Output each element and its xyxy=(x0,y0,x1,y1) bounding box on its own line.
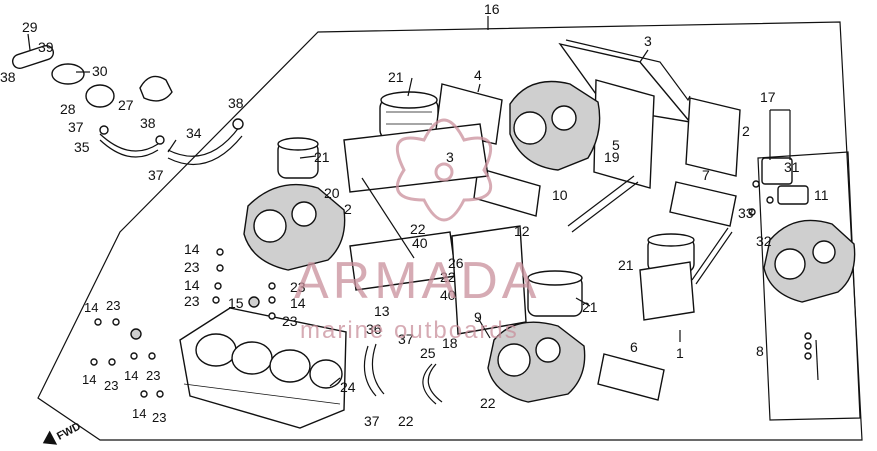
fwd-direction-marker: FWD xyxy=(42,420,83,445)
label-7: 7 xyxy=(702,167,710,183)
carburetor-bodies xyxy=(243,80,856,403)
watermark-logo: ARMADA marine outboards xyxy=(294,118,540,344)
label-13: 13 xyxy=(374,303,390,319)
label-16: 16 xyxy=(484,1,500,17)
label-14-d: 14 xyxy=(84,300,98,315)
label-37-a: 37 xyxy=(68,119,84,135)
label-38-a: 38 xyxy=(0,69,16,85)
label-38-b: 38 xyxy=(228,95,244,111)
label-22-b: 22 xyxy=(440,269,456,285)
label-14-f: 14 xyxy=(124,368,138,383)
watermark-logo-text: ARMADA xyxy=(294,252,540,310)
part-labels: 16 29 39 38 30 28 27 38 37 38 34 35 37 2… xyxy=(0,1,829,429)
label-37-c: 37 xyxy=(398,331,414,347)
label-29: 29 xyxy=(22,19,38,35)
label-15: 15 xyxy=(228,295,244,311)
label-31: 31 xyxy=(784,159,800,175)
label-23-f: 23 xyxy=(104,378,118,393)
label-23-b: 23 xyxy=(184,293,200,309)
label-2-b: 2 xyxy=(344,201,352,217)
label-20: 20 xyxy=(324,185,340,201)
label-18: 18 xyxy=(442,335,458,351)
label-22-a: 22 xyxy=(410,221,426,237)
label-40-a: 40 xyxy=(412,235,428,251)
label-27: 27 xyxy=(118,97,134,113)
label-14-c: 14 xyxy=(290,295,306,311)
fwd-label: FWD xyxy=(55,420,83,442)
label-28: 28 xyxy=(60,101,76,117)
label-12: 12 xyxy=(514,223,530,239)
label-33: 33 xyxy=(738,205,754,221)
label-24: 24 xyxy=(340,379,356,395)
label-6: 6 xyxy=(630,339,638,355)
label-34: 34 xyxy=(186,125,202,141)
rods-links xyxy=(361,39,819,405)
label-21-b: 21 xyxy=(314,149,330,165)
label-9: 9 xyxy=(474,309,482,325)
label-21-c: 21 xyxy=(618,257,634,273)
label-23-c: 23 xyxy=(290,279,306,295)
label-25: 25 xyxy=(420,345,436,361)
label-5: 5 xyxy=(612,137,620,153)
label-8: 8 xyxy=(756,343,764,359)
label-22-d: 22 xyxy=(398,413,414,429)
label-23-e: 23 xyxy=(106,298,120,313)
label-2-a: 2 xyxy=(742,123,750,139)
label-30: 30 xyxy=(92,63,108,79)
label-39: 39 xyxy=(38,39,54,55)
small-fittings xyxy=(90,180,812,398)
fwd-arrow-icon xyxy=(42,430,58,445)
label-23-d: 23 xyxy=(282,313,298,329)
label-14-b: 14 xyxy=(184,277,200,293)
label-17: 17 xyxy=(760,89,776,105)
label-23-g: 23 xyxy=(146,368,160,383)
air-box-24 xyxy=(179,307,347,429)
label-22-c: 22 xyxy=(480,395,496,411)
watermark-emblem-icon xyxy=(395,118,493,222)
label-1: 1 xyxy=(676,345,684,361)
label-3-a: 3 xyxy=(644,33,652,49)
label-37-d: 37 xyxy=(364,413,380,429)
intake-boots-21 xyxy=(277,91,695,317)
hose-group-topleft xyxy=(11,44,244,166)
label-3-b: 3 xyxy=(446,149,454,165)
label-40-b: 40 xyxy=(440,287,456,303)
label-26: 26 xyxy=(448,255,464,271)
label-14-a: 14 xyxy=(184,241,200,257)
label-23-h: 23 xyxy=(152,410,166,425)
label-37-b: 37 xyxy=(148,167,164,183)
label-10: 10 xyxy=(552,187,568,203)
label-21-a: 21 xyxy=(388,69,404,85)
label-36: 36 xyxy=(366,321,382,337)
label-14-e: 14 xyxy=(82,372,96,387)
label-32: 32 xyxy=(756,233,772,249)
assembly-outline-16 xyxy=(37,21,863,441)
watermark-tagline: marine outboards xyxy=(300,317,519,344)
label-21-d: 21 xyxy=(582,299,598,315)
leader-lines xyxy=(27,16,791,387)
label-19: 19 xyxy=(604,149,620,165)
label-4: 4 xyxy=(474,67,482,83)
label-23-a: 23 xyxy=(184,259,200,275)
label-38-c: 38 xyxy=(140,115,156,131)
label-35: 35 xyxy=(74,139,90,155)
assembly-outline-17 xyxy=(757,151,861,421)
label-14-g: 14 xyxy=(132,406,146,421)
label-11: 11 xyxy=(814,187,829,203)
